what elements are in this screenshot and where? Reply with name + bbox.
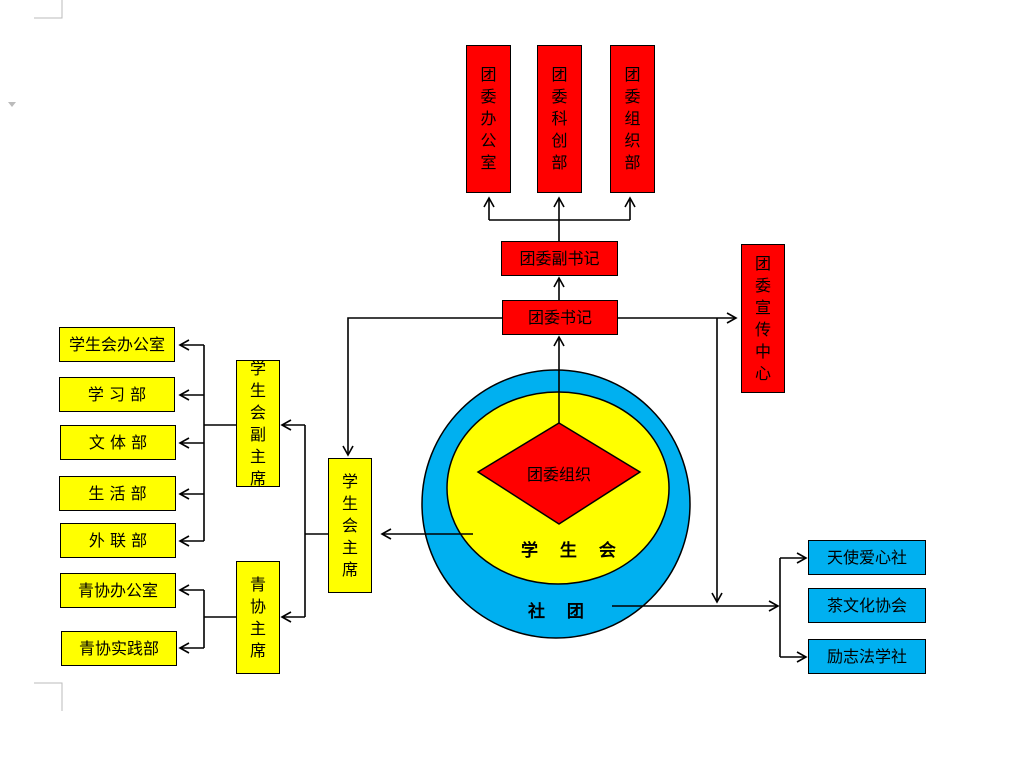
node-xsh-zhuxi: 学生会主席 bbox=[328, 458, 372, 593]
vertical-char: 部 bbox=[624, 153, 641, 172]
vertical-char: 组 bbox=[624, 109, 641, 128]
vertical-char: 席 bbox=[341, 559, 358, 579]
node-tuanwei-zuzhibu: 团委组织部 bbox=[610, 45, 655, 193]
vertical-char: 宣 bbox=[754, 297, 771, 317]
vertical-char: 席 bbox=[249, 468, 266, 488]
vertical-char: 委 bbox=[551, 87, 568, 106]
tuanwei-diamond bbox=[476, 422, 642, 525]
node-lizhi: 励志法学社 bbox=[808, 639, 926, 674]
vertical-char: 办 bbox=[480, 109, 497, 128]
node-tuanwei-shuji: 团委书记 bbox=[502, 300, 618, 335]
node-qx-shijianbu: 青协实践部 bbox=[61, 631, 177, 666]
vertical-char: 会 bbox=[341, 515, 358, 535]
node-wentibu: 文 体 部 bbox=[60, 425, 176, 460]
node-tianshi: 天使爱心社 bbox=[808, 540, 926, 575]
vertical-char: 传 bbox=[754, 319, 771, 339]
vertical-char: 织 bbox=[624, 131, 641, 150]
vertical-char: 部 bbox=[551, 153, 568, 172]
vertical-char: 协 bbox=[249, 596, 266, 616]
node-xsh-fuzhuxi: 学生会副主席 bbox=[236, 360, 280, 487]
line-shuji-to-xsh bbox=[342, 317, 502, 457]
vertical-char: 委 bbox=[754, 275, 771, 295]
vertical-char: 委 bbox=[624, 87, 641, 106]
vertical-char: 公 bbox=[480, 131, 497, 150]
vertical-char: 主 bbox=[249, 446, 266, 466]
vertical-char: 席 bbox=[249, 640, 266, 660]
node-tuanwei-fushuji: 团委副书记 bbox=[501, 241, 618, 276]
vertical-char: 团 bbox=[624, 65, 641, 84]
node-chawenhua: 茶文化协会 bbox=[808, 588, 926, 623]
vertical-char: 中 bbox=[754, 341, 771, 361]
node-xuexibu: 学 习 部 bbox=[59, 377, 175, 412]
node-xsh-bangongshi: 学生会办公室 bbox=[59, 327, 175, 362]
vertical-char: 青 bbox=[249, 574, 266, 594]
vertical-char: 创 bbox=[551, 131, 568, 150]
node-tuanwei-kechuangbu: 团委科创部 bbox=[537, 45, 582, 193]
vertical-char: 团 bbox=[551, 65, 568, 84]
node-tuanwei-xuanchuan: 团委宣传中心 bbox=[741, 244, 785, 393]
node-shenghuobu: 生 活 部 bbox=[59, 476, 176, 511]
vertical-char: 会 bbox=[249, 402, 266, 422]
vertical-char: 生 bbox=[249, 380, 266, 400]
vertical-char: 副 bbox=[249, 424, 266, 444]
vertical-char: 学 bbox=[249, 358, 266, 378]
vertical-char: 心 bbox=[754, 363, 771, 383]
vertical-char: 委 bbox=[480, 87, 497, 106]
vertical-char: 团 bbox=[480, 65, 497, 84]
page-corner-marks bbox=[8, 0, 63, 711]
node-tuanwei-bangongshi: 团委办公室 bbox=[466, 45, 511, 193]
vertical-char: 学 bbox=[341, 471, 358, 491]
node-qingxie-zhuxi: 青协主席 bbox=[236, 561, 280, 674]
label-shetuan: 社 团 bbox=[528, 602, 592, 622]
vertical-char: 团 bbox=[754, 253, 771, 273]
label-tuanwei-zuzhi: 团委组织 bbox=[526, 465, 591, 484]
vertical-char: 室 bbox=[480, 153, 497, 172]
label-xueshenghui: 学 生 会 bbox=[521, 541, 624, 561]
vertical-char: 主 bbox=[341, 537, 358, 557]
vertical-char: 科 bbox=[551, 109, 568, 128]
vertical-char: 主 bbox=[249, 618, 266, 638]
node-wailianbu: 外 联 部 bbox=[60, 523, 176, 558]
node-qx-bangongshi: 青协办公室 bbox=[60, 573, 176, 608]
vertical-char: 生 bbox=[341, 493, 358, 513]
